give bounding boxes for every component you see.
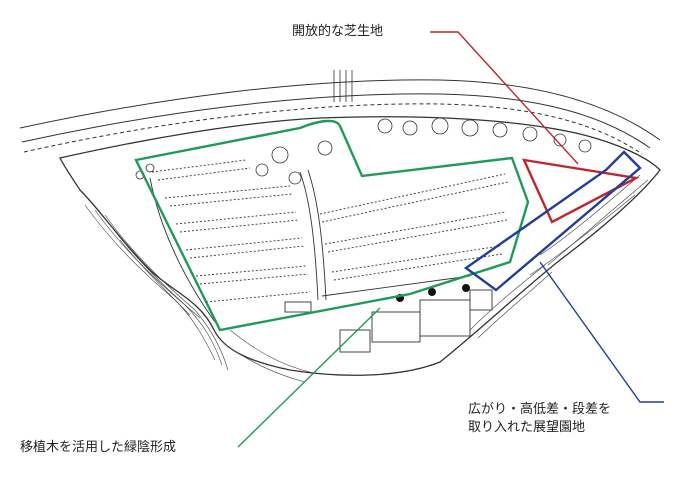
open-lawn-leader xyxy=(430,31,579,165)
label-observation-garden-line1: 広がり・高低差・段差を xyxy=(468,402,612,417)
bridge-lines xyxy=(333,70,353,102)
green-shade-leader xyxy=(237,307,381,448)
observation-garden-leader xyxy=(539,261,664,403)
parking-left xyxy=(151,159,311,303)
green-shade-area xyxy=(134,119,530,332)
service-buildings xyxy=(284,289,493,353)
label-observation-garden-line2: 取り入れた展望園地 xyxy=(468,419,586,435)
label-observation-garden: 広がり・高低差・段差を 取り入れた展望園地 xyxy=(468,401,611,436)
observation-garden-area xyxy=(463,150,642,292)
slope-hatching xyxy=(84,174,649,383)
internal-roads xyxy=(149,169,471,323)
tree-row xyxy=(135,117,592,185)
open-lawn-area xyxy=(521,158,640,224)
label-green-shade: 移植木を活用した緑陰形成 xyxy=(20,440,177,455)
site-outline xyxy=(59,116,661,376)
outer-road xyxy=(19,79,661,155)
parking-center xyxy=(319,173,509,281)
label-open-lawn: 開放的な芝生地 xyxy=(292,24,384,39)
